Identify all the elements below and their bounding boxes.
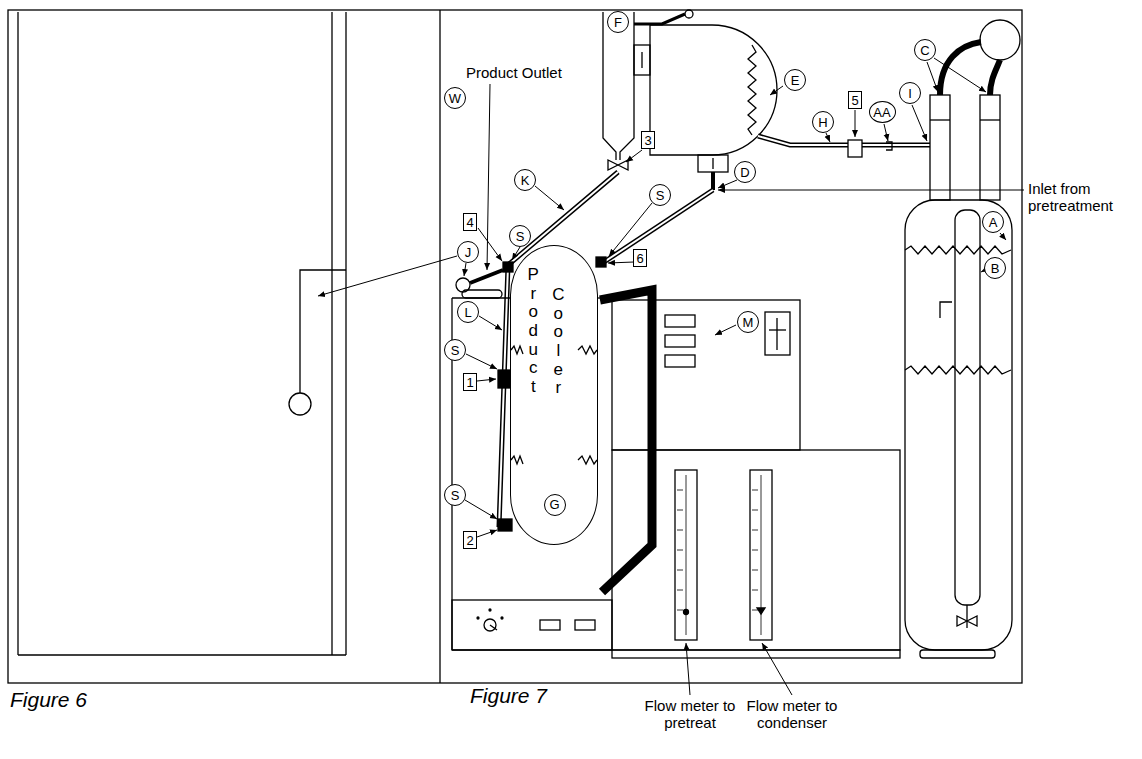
cooler-vessel: Product CoolerG	[510, 245, 598, 545]
vertical-label: Cooler	[552, 286, 565, 398]
callout-number: 1	[463, 373, 477, 391]
callout-letter: E	[784, 69, 806, 91]
callout-letter: M	[737, 311, 759, 333]
callout-letter: B	[984, 257, 1006, 279]
callout-text: AA	[873, 105, 890, 120]
callout-text: W	[449, 91, 461, 106]
callout-label: Product Outlet	[466, 64, 562, 81]
callout-text: 4	[466, 215, 473, 230]
callout-text: H	[818, 115, 827, 130]
callout-text: J	[465, 245, 472, 260]
callout-letter: S	[649, 184, 671, 206]
callout-letter: K	[514, 169, 536, 191]
callout-number: 5	[848, 91, 862, 109]
figure-caption: Figure 7	[470, 684, 547, 708]
callout-text: L	[464, 305, 471, 320]
callout-text: S	[516, 229, 525, 244]
callout-text: E	[791, 73, 800, 88]
callout-label: Flow meter to condenser	[742, 697, 842, 732]
callout-letter: F	[607, 11, 629, 33]
callout-text: G	[549, 497, 559, 512]
callout-label: Flow meter to pretreat	[640, 697, 740, 732]
callout-text: B	[991, 261, 1000, 276]
callout-label: Inlet from pretreatment	[1028, 180, 1136, 215]
callout-text: K	[521, 173, 530, 188]
callout-letter: S	[444, 484, 466, 506]
callout-text: C	[920, 43, 929, 58]
callout-number: 3	[641, 131, 655, 149]
callout-text: 1	[466, 375, 473, 390]
callout-text: 3	[644, 133, 651, 148]
callout-letter: G	[544, 494, 566, 516]
callout-number: 4	[463, 213, 477, 231]
callout-letter: AA	[869, 101, 896, 123]
callout-text: S	[451, 343, 460, 358]
callout-letter: A	[982, 211, 1004, 233]
callout-text: S	[656, 188, 665, 203]
callout-text: M	[743, 315, 754, 330]
callout-text: 5	[851, 93, 858, 108]
callout-letter: S	[444, 339, 466, 361]
vertical-label: Product	[527, 266, 540, 397]
callout-text: S	[451, 488, 460, 503]
callout-number: 6	[633, 249, 647, 267]
callout-letter: H	[812, 111, 834, 133]
callout-letter: D	[734, 161, 756, 183]
callout-text: D	[740, 165, 749, 180]
callout-letter: C	[914, 39, 936, 61]
callout-letter: W	[444, 87, 466, 109]
callout-letter: I	[899, 82, 921, 104]
callout-letter: S	[509, 225, 531, 247]
figure-caption: Figure 6	[10, 688, 87, 712]
callout-number: 2	[463, 531, 477, 549]
callout-letter: J	[457, 241, 479, 263]
callout-text: I	[908, 86, 912, 101]
callout-text: A	[989, 215, 998, 230]
callout-text: 6	[636, 251, 643, 266]
callout-letter: L	[457, 301, 479, 323]
callout-text: 2	[466, 533, 473, 548]
callout-text: F	[614, 15, 622, 30]
